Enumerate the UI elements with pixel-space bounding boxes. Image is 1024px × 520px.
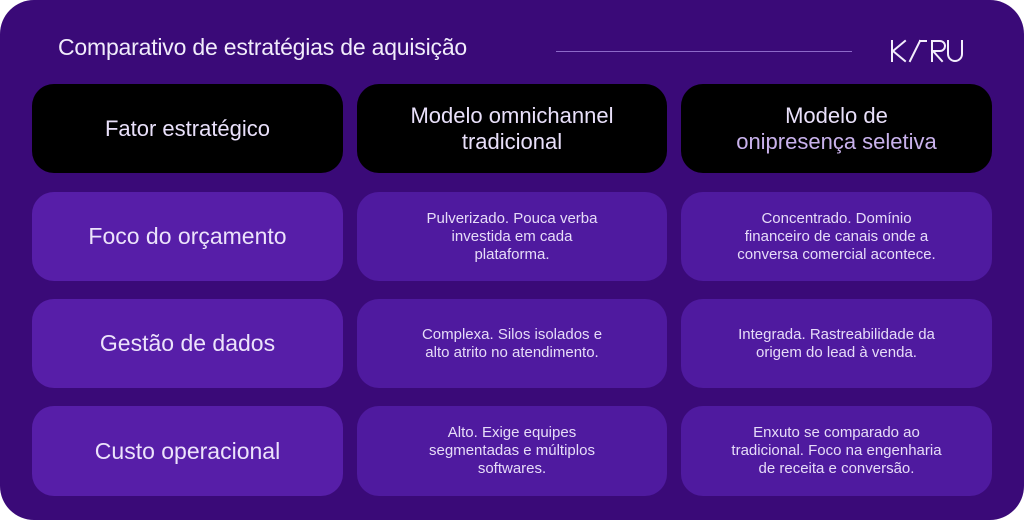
column-header-label: Modelo de: [785, 102, 888, 128]
column-header-label: tradicional: [461, 128, 563, 154]
column-header-label-accent: onipresença seletiva: [736, 128, 937, 154]
cell-text: softwares.: [477, 460, 547, 477]
cell-text: conversa comercial acontece.: [737, 245, 936, 263]
factor-label: Gestão de dados: [99, 330, 276, 356]
cell-selective-data: Integrada. Rastreabilidade da origem do …: [681, 299, 992, 388]
cell-text: investida em cada: [451, 227, 573, 245]
page-title: Comparativo de estratégias de aquisição: [58, 34, 467, 60]
factor-label: Foco do orçamento: [88, 223, 287, 249]
title-divider: [556, 51, 852, 52]
karu-logo: [890, 38, 970, 64]
column-header-label: Fator estratégico: [104, 115, 271, 141]
cell-text: Integrada. Rastreabilidade da: [738, 325, 935, 343]
factor-label: Custo operacional: [94, 437, 281, 464]
column-header-label: Modelo omnichannel: [410, 102, 614, 128]
cell-text: Alto. Exige equipes: [447, 424, 577, 441]
row-factor-cost: Custo operacional: [32, 406, 343, 496]
row-factor-data: Gestão de dados: [32, 299, 343, 388]
cell-traditional-budget: Pulverizado. Pouca verba investida em ca…: [357, 192, 667, 281]
cell-text: tradicional. Foco na engenharia: [731, 442, 942, 459]
cell-text: Pulverizado. Pouca verba: [426, 209, 598, 227]
cell-text: financeiro de canais onde a: [744, 227, 929, 245]
row-factor-budget: Foco do orçamento: [32, 192, 343, 281]
cell-text: de receita e conversão.: [758, 460, 915, 477]
cell-text: alto atrito no atendimento.: [425, 343, 599, 361]
cell-selective-cost: Enxuto se comparado ao tradicional. Foco…: [681, 406, 992, 496]
karu-logo-icon: [891, 39, 963, 63]
cell-text: Enxuto se comparado ao: [753, 424, 920, 441]
cell-selective-budget: Concentrado. Domínio financeiro de canai…: [681, 192, 992, 281]
column-header-factor: Fator estratégico: [32, 84, 343, 173]
column-header-selective: Modelo de onipresença seletiva: [681, 84, 992, 173]
cell-traditional-data: Complexa. Silos isolados e alto atrito n…: [357, 299, 667, 388]
cell-text: segmentadas e múltiplos: [429, 442, 595, 459]
cell-text: Concentrado. Domínio: [761, 209, 912, 227]
cell-text: origem do lead à venda.: [756, 343, 917, 361]
cell-text: plataforma.: [474, 245, 550, 263]
cell-text: Complexa. Silos isolados e: [421, 325, 603, 343]
cell-traditional-cost: Alto. Exige equipes segmentadas e múltip…: [357, 406, 667, 496]
column-header-traditional: Modelo omnichannel tradicional: [357, 84, 667, 173]
